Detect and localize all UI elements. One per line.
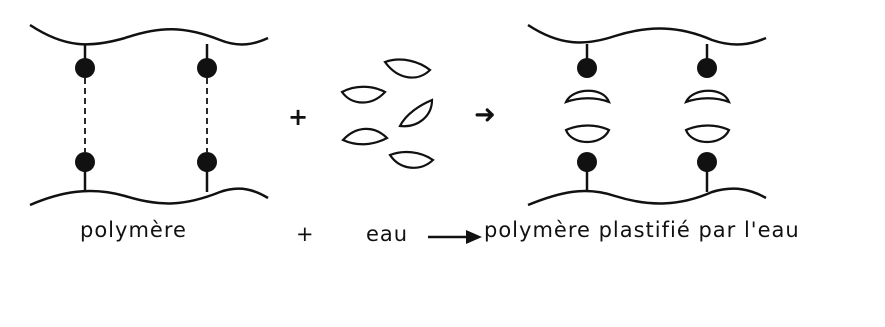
bound-water — [563, 89, 731, 143]
water-molecule — [564, 124, 611, 143]
water-molecule — [683, 89, 731, 104]
plus-symbol: + — [288, 103, 309, 131]
water-molecule — [684, 124, 731, 143]
water-molecule — [563, 89, 611, 104]
arrow-icon: ➜ — [474, 100, 496, 130]
water-molecules — [340, 58, 435, 169]
polar-group — [197, 152, 217, 172]
polymer-structure — [29, 23, 269, 207]
water-molecule — [383, 58, 432, 79]
polymer-chain-bottom — [29, 187, 269, 207]
water-molecule — [340, 85, 387, 104]
water-molecule — [398, 98, 434, 128]
water-label: eau — [366, 222, 409, 246]
polar-group — [697, 152, 717, 172]
polar-group — [697, 58, 717, 78]
polar-group — [75, 152, 95, 172]
polar-group — [577, 58, 597, 78]
polymer-label: polymère — [80, 218, 187, 242]
polar-group — [197, 58, 217, 78]
water-molecule — [341, 127, 389, 146]
result-label: polymère plastifié par l'eau — [484, 218, 800, 242]
plasticized-polymer-structure — [527, 23, 767, 207]
plus-label: + — [296, 222, 315, 246]
polar-group — [75, 58, 95, 78]
polymer-chain-top — [29, 23, 269, 46]
arrow-icon — [428, 230, 482, 244]
polar-group — [577, 152, 597, 172]
water-molecule — [388, 150, 435, 169]
